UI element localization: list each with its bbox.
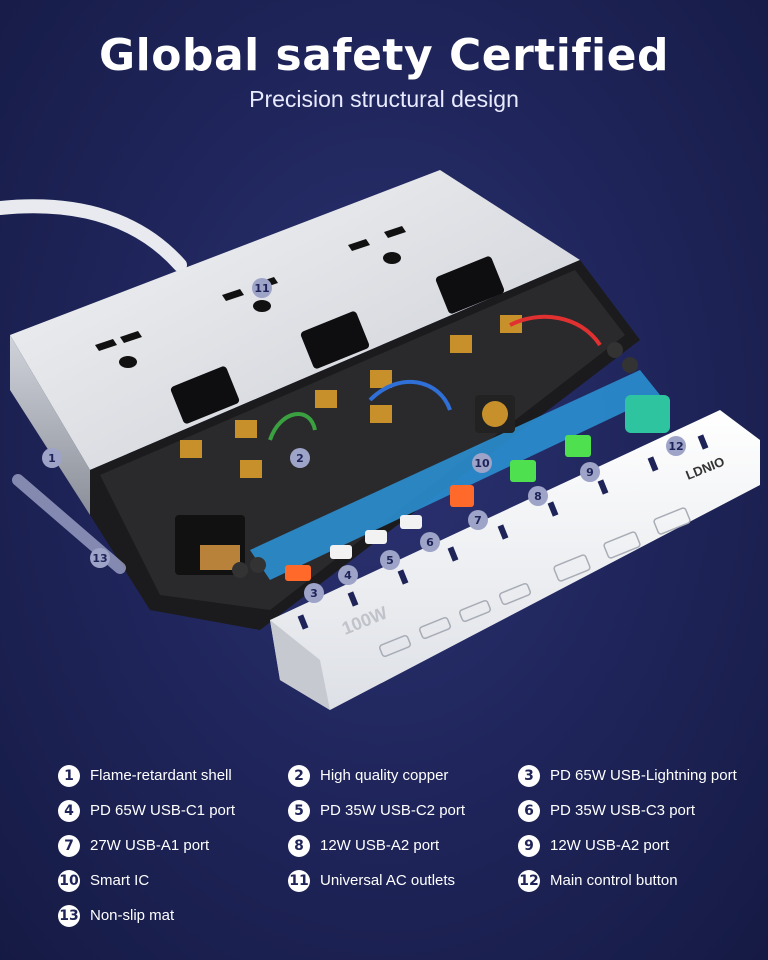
- power-strip-illustration: LDNIO 100W 1 2 3 4 5 6 7 8 9 10 11 12 13: [0, 170, 760, 710]
- svg-text:5: 5: [386, 554, 394, 567]
- svg-text:11: 11: [254, 282, 269, 295]
- main-control-button: [625, 395, 670, 433]
- legend-number: 11: [288, 869, 310, 892]
- legend-number: 1: [58, 764, 80, 787]
- svg-text:3: 3: [310, 587, 318, 600]
- power-cord: [0, 199, 187, 272]
- svg-text:2: 2: [296, 452, 304, 465]
- callout-1: 1: [42, 448, 62, 468]
- callout-3: 3: [304, 583, 324, 603]
- legend-item: 12 Main control button: [518, 869, 758, 892]
- front-cover-ports: [378, 507, 691, 658]
- callout-2: 2: [290, 448, 310, 468]
- legend-label: Flame-retardant shell: [90, 767, 232, 784]
- callout-7: 7: [468, 510, 488, 530]
- page-title: Global safety Certified: [99, 30, 669, 81]
- legend-label: Universal AC outlets: [320, 872, 456, 889]
- legend-item: 4 PD 65W USB-C1 port: [58, 799, 288, 822]
- legend-number: 5: [288, 799, 310, 822]
- legend-item: 1 Flame-retardant shell: [58, 764, 288, 787]
- svg-text:10: 10: [474, 457, 490, 470]
- legend-item: 6 PD 35W USB-C3 port: [518, 799, 758, 822]
- legend-number: 2: [288, 764, 310, 787]
- callout-12: 12: [666, 436, 686, 456]
- pcb-board: [250, 370, 660, 580]
- legend-number: 13: [58, 904, 80, 927]
- legend-label: 27W USB-A1 port: [90, 837, 210, 854]
- legend-label: PD 65W USB-Lightning port: [550, 767, 737, 784]
- legend-label: PD 65W USB-C1 port: [90, 802, 236, 819]
- svg-text:9: 9: [586, 466, 594, 479]
- legend-number: 3: [518, 764, 540, 787]
- shell-front: [10, 335, 90, 515]
- callout-5: 5: [380, 550, 400, 570]
- copper-terminals: [180, 315, 522, 478]
- svg-text:6: 6: [426, 536, 434, 549]
- legend-label: 12W USB-A2 port: [550, 837, 670, 854]
- legend-item: 11 Universal AC outlets: [288, 869, 518, 892]
- page-subtitle: Precision structural design: [249, 86, 519, 112]
- svg-text:1: 1: [48, 452, 56, 465]
- svg-text:4: 4: [344, 569, 352, 582]
- legend-label: PD 35W USB-C2 port: [320, 802, 466, 819]
- usb-ports-internal: [285, 435, 591, 581]
- callout-8: 8: [528, 486, 548, 506]
- callout-10: 10: [472, 453, 492, 473]
- legend-label: Main control button: [550, 872, 678, 889]
- front-cover: [270, 410, 760, 710]
- shell-top: [10, 170, 580, 470]
- legend-number: 10: [58, 869, 80, 892]
- svg-text:8: 8: [534, 490, 542, 503]
- ac-outlet-3: [348, 226, 406, 264]
- ac-outlet-1: [95, 331, 142, 368]
- legend-number: 8: [288, 834, 310, 857]
- legend-number: 9: [518, 834, 540, 857]
- legend-item: 10 Smart IC: [58, 869, 288, 892]
- legend-number: 12: [518, 869, 540, 892]
- legend-number: 6: [518, 799, 540, 822]
- svg-text:12: 12: [668, 440, 683, 453]
- legend-label: Smart IC: [90, 872, 150, 889]
- svg-text:7: 7: [474, 514, 482, 527]
- legend-number: 7: [58, 834, 80, 857]
- callout-6: 6: [420, 532, 440, 552]
- legend-item: 9 12W USB-A2 port: [518, 834, 758, 857]
- legend-item: 5 PD 35W USB-C2 port: [288, 799, 518, 822]
- feature-legend: 1 Flame-retardant shell 2 High quality cop…: [58, 764, 758, 927]
- callout-9: 9: [580, 462, 600, 482]
- svg-text:13: 13: [92, 552, 107, 565]
- legend-item: 2 High quality copper: [288, 764, 518, 787]
- callout-13: 13: [90, 548, 110, 568]
- legend-label: PD 35W USB-C3 port: [550, 802, 696, 819]
- legend-item: 7 27W USB-A1 port: [58, 834, 288, 857]
- callout-4: 4: [338, 565, 358, 585]
- legend-item: 8 12W USB-A2 port: [288, 834, 518, 857]
- legend-label: High quality copper: [320, 767, 449, 784]
- legend-label: Non-slip mat: [90, 907, 175, 924]
- callout-11: 11: [252, 278, 272, 298]
- legend-label: 12W USB-A2 port: [320, 837, 440, 854]
- legend-item: 3 PD 65W USB-Lightning port: [518, 764, 758, 787]
- legend-item: 13 Non-slip mat: [58, 904, 288, 927]
- legend-number: 4: [58, 799, 80, 822]
